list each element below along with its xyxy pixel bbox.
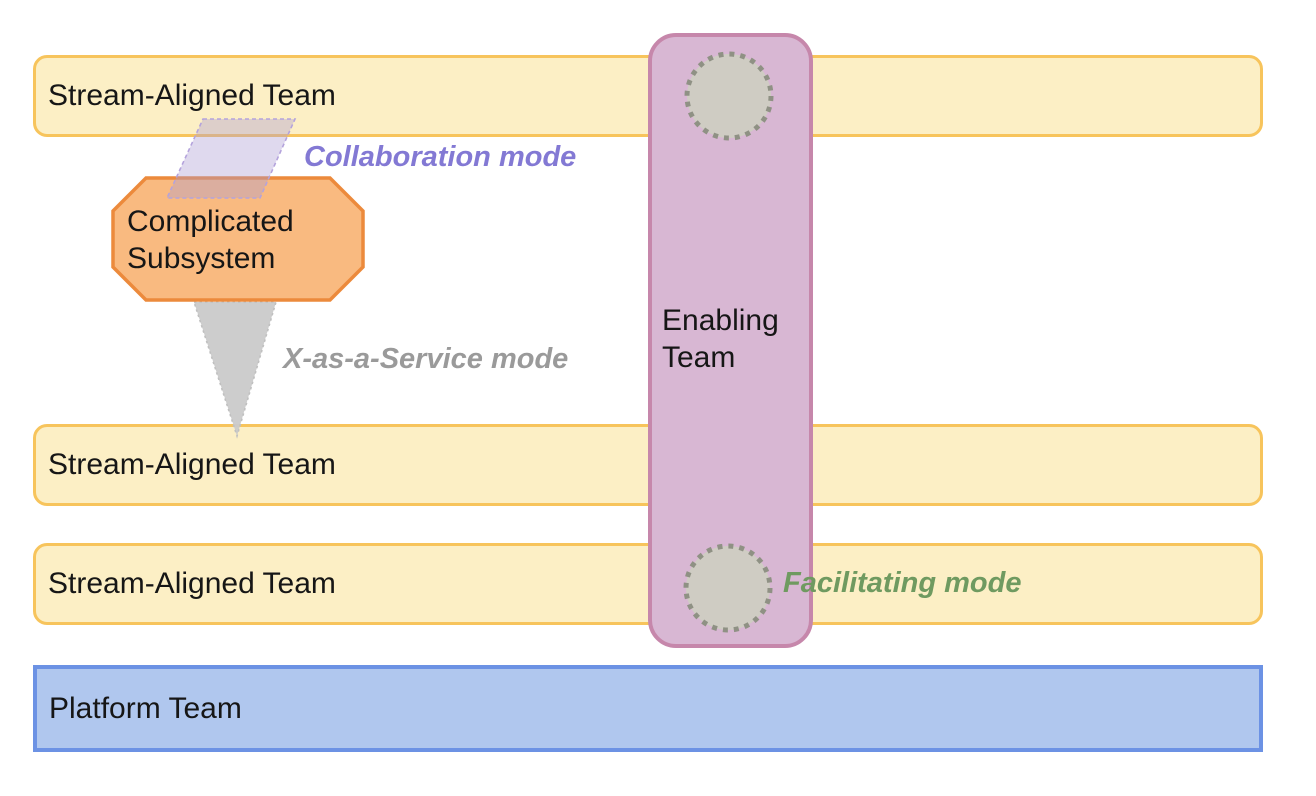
enabling-team-label: Enabling Team [662,304,779,374]
complicated-subsystem-label: Complicated Subsystem [127,205,294,275]
platform-team-label: Platform Team [49,691,242,725]
collaboration-mode-label: Collaboration mode [304,141,577,173]
enabling-team-band: Enabling Team [648,33,813,648]
stream-aligned-team-label-3: Stream-Aligned Team [48,567,336,600]
stream-aligned-team-label-2: Stream-Aligned Team [48,448,336,481]
stream-aligned-team-label-1: Stream-Aligned Team [48,79,336,112]
platform-team-band: Platform Team [33,665,1263,752]
x-as-a-service-mode-label: X-as-a-Service mode [283,343,569,375]
facilitating-mode-label: Facilitating mode [783,567,1022,599]
x-as-a-service-arrow [192,301,278,439]
